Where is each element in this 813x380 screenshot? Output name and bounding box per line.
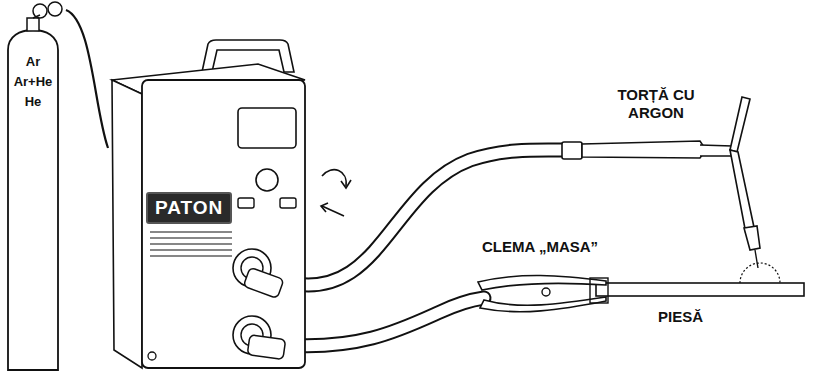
brand-plate: PATON [146,192,232,224]
torch-nozzle [744,226,760,250]
work-piece [596,283,804,296]
push-arrow-head [321,203,328,212]
torch-label: TORȚĂ CU ARGON [598,86,714,122]
clamp-pivot [542,288,550,296]
piece-label: PIESĂ [656,308,705,326]
torch-back-cap [730,97,750,152]
clamp-cable [285,298,484,346]
torch-cable [285,150,566,285]
torch-ferrule [562,142,582,159]
gas-cylinder: ArAr+HeHe [2,0,66,375]
arc-angle [740,263,780,283]
torch-neck [700,145,734,156]
electrode [755,250,758,268]
torch-body [730,150,755,234]
torch-handle [582,141,706,158]
gas-label: Ar+He [8,72,58,92]
gas-hose [66,10,108,148]
torch-cable-fill [285,150,566,285]
gas-label: He [8,92,58,112]
twist-arrow-head [341,180,351,188]
clamp-label: CLEMA „MASA” [480,238,600,256]
welding-machine: PATON [108,38,308,373]
gas-label: Ar [8,52,58,72]
clamp-lower-jaw [480,297,606,312]
clamp-teeth [590,278,608,303]
clamp-upper-jaw [478,275,606,290]
clamp-cable-fill [285,298,484,346]
